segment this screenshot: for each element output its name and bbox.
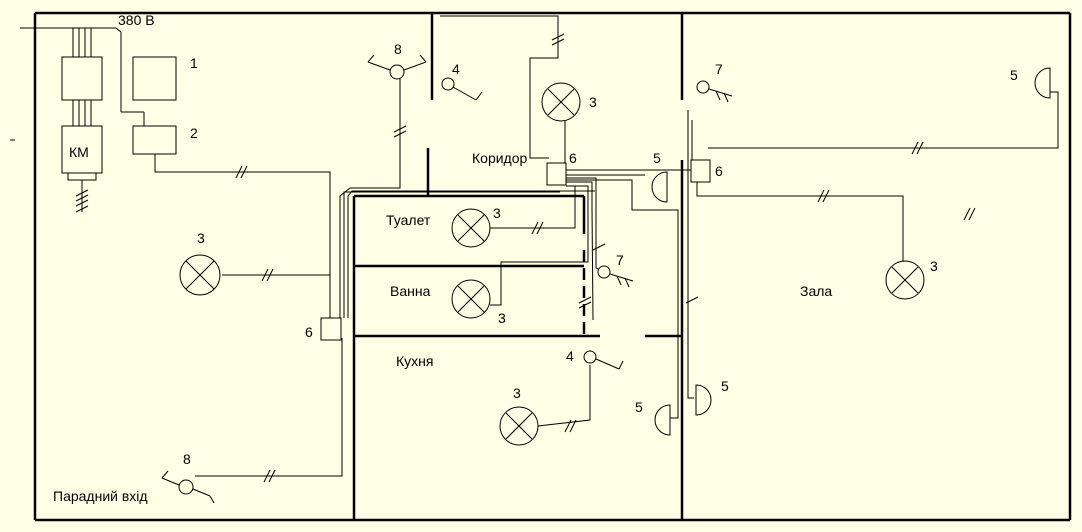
lamp-kitchen-number: 3: [513, 385, 521, 401]
lamp-icon: [885, 260, 925, 300]
room-label-kitchen: Кухня: [396, 353, 433, 369]
socket-icon: [1034, 67, 1051, 99]
junction-box-kitchen: [320, 317, 342, 341]
socket-icon: [651, 171, 668, 203]
socket-icon: [654, 404, 671, 436]
lamp-icon: [499, 406, 539, 446]
lamp-bath-number: 3: [498, 310, 506, 326]
device-2-number: 2: [190, 125, 198, 141]
meter-label: КМ: [69, 144, 89, 160]
socket-corridor-number: 5: [653, 150, 661, 166]
room-label-toilet: Туалет: [386, 212, 431, 228]
room-label-hall: Зала: [800, 283, 832, 299]
lamp-icon: [541, 82, 581, 122]
switch-icon: [597, 265, 634, 288]
supply-voltage-label: 380 В: [118, 12, 155, 28]
device-2-box: [132, 125, 177, 155]
switch-kitchen-number: 4: [566, 348, 574, 364]
meter-terminal: [67, 172, 97, 181]
switch-top-number: 8: [394, 41, 402, 57]
wiring: [154, 15, 1059, 477]
room-label-corridor: Коридор: [472, 150, 528, 166]
switch-hall-number: 7: [715, 61, 723, 77]
switch-entrance-number: 8: [183, 451, 191, 467]
socket-hall-top-number: 5: [1010, 67, 1018, 83]
switch-bath-number: 7: [616, 252, 624, 268]
lamp-icon: [179, 254, 221, 296]
lamp-icon: [451, 208, 491, 248]
junction-box-hall: [690, 159, 711, 183]
socket-kitchen-number: 5: [635, 399, 643, 415]
lamp-left-number: 3: [197, 230, 205, 246]
walls: [33, 11, 1072, 522]
socket-icon: [695, 384, 712, 416]
junction-box-hall-number: 6: [715, 163, 723, 179]
switch-icon: [441, 77, 483, 101]
lamp-icon: [451, 279, 491, 319]
device-1-number: 1: [190, 55, 198, 71]
lamp-hall-number: 3: [930, 258, 938, 274]
lamp-toilet-number: 3: [493, 205, 501, 221]
cable-tick-marks: [75, 33, 976, 483]
junction-box-corridor-number: 6: [569, 150, 577, 166]
lamp-corridor-number: 3: [589, 94, 597, 110]
switch-corridor-number: 4: [452, 61, 460, 77]
device-1-box: [132, 56, 177, 101]
junction-box-corridor: [546, 162, 567, 186]
room-label-bath: Ванна: [390, 283, 431, 299]
room-label-entrance: Парадний вхід: [53, 488, 148, 504]
junction-box-kitchen-number: 6: [305, 324, 313, 340]
switch-icon: [161, 470, 215, 504]
switch-icon: [696, 80, 733, 103]
switch-box: [61, 56, 103, 101]
socket-hall-bottom-number: 5: [721, 378, 729, 394]
switch-icon: [367, 54, 427, 80]
switch-icon: [583, 350, 624, 370]
supply-lines: [20, 27, 145, 212]
